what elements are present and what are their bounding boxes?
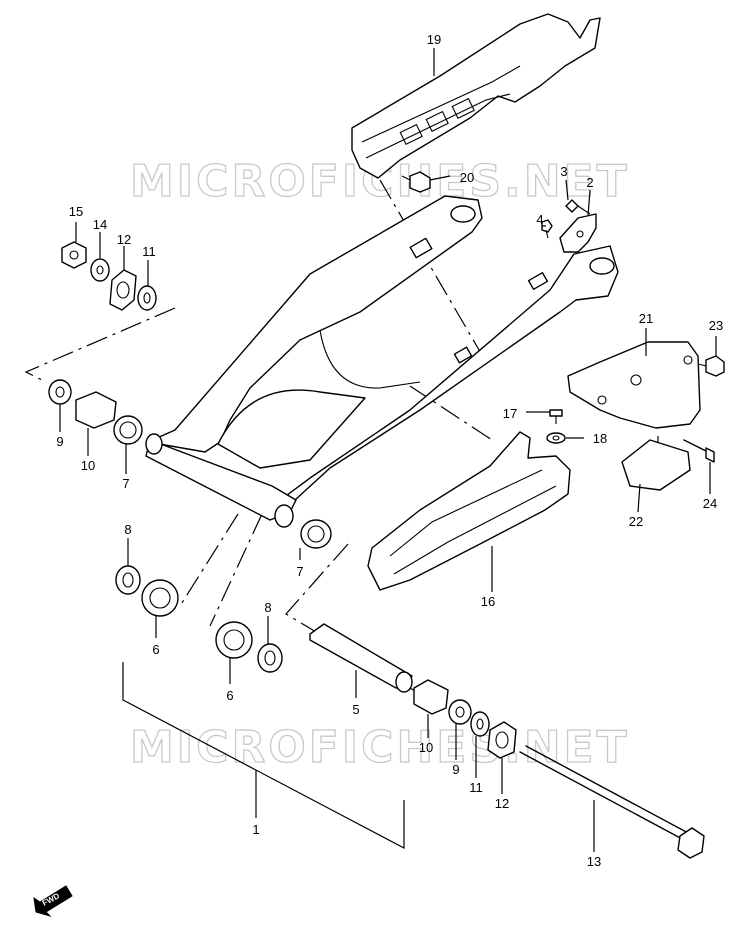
bearing-6-right [215,621,253,659]
bearing-6-left [141,579,179,617]
washer-14 [90,258,110,282]
callout-12a: 12 [117,232,131,247]
callout-3: 3 [560,164,567,179]
callout-14: 14 [93,217,107,232]
callout-20: 20 [460,170,474,185]
callout-10b: 10 [419,740,433,755]
callout-8b: 8 [264,600,271,615]
callout-17: 17 [503,406,517,421]
chain-guard [351,13,601,179]
bracket-2 [559,213,597,253]
chain-buffer [367,431,571,591]
callout-2: 2 [586,175,593,190]
spacer-10-right [413,679,449,715]
callout-16: 16 [481,594,495,609]
callout-11b: 11 [469,780,483,795]
spacer-12-top [109,269,137,311]
assembly-bracket [122,662,405,849]
callout-7b: 7 [296,564,303,579]
callout-21: 21 [639,311,653,326]
leader-lines [59,48,717,852]
washer-18 [546,432,566,444]
bolt-23 [697,355,725,377]
callout-6b: 6 [226,688,233,703]
watermark-bottom: MICROFICHES.NET [130,722,630,773]
nut-15 [61,241,87,269]
callout-15: 15 [69,204,83,219]
bolt-20 [401,171,431,193]
callout-11a: 11 [142,244,156,259]
seal-8-right [257,643,283,673]
callout-6a: 6 [152,642,159,657]
screw-17 [549,409,563,424]
callout-13: 13 [587,854,601,869]
spacer-12-right [487,721,517,759]
screw-4 [541,219,553,239]
swingarm [145,195,619,528]
callout-12b: 12 [495,796,509,811]
callout-4: 4 [536,212,543,227]
callout-24: 24 [703,496,717,511]
callout-18: 18 [593,431,607,446]
callout-1: 1 [252,822,259,837]
pivot-shaft [519,745,705,859]
seal-8-left [115,565,141,595]
callout-8a: 8 [124,522,131,537]
guard-22 [621,439,691,491]
bearing-7-right [300,519,332,549]
pivot-sleeve [309,623,413,693]
washer-11-top [137,285,157,311]
callout-7a: 7 [122,476,129,491]
callout-9b: 9 [452,762,459,777]
bolt-24 [683,439,715,463]
callout-5: 5 [352,702,359,717]
washer-9-right [448,699,472,725]
washer-9-left [48,379,72,405]
callouts: 1 2 3 4 5 6 6 7 7 8 8 9 9 10 10 11 11 12… [56,32,723,869]
callout-23: 23 [709,318,723,333]
callout-9a: 9 [56,434,63,449]
callout-10a: 10 [81,458,95,473]
fwd-arrow-icon: FWD [33,885,73,918]
callout-19: 19 [427,32,441,47]
bearing-7-left [113,415,143,445]
bracket-21 [567,341,701,429]
spacer-10-left [75,391,117,429]
callout-22: 22 [629,514,643,529]
washer-11-right [470,711,490,737]
